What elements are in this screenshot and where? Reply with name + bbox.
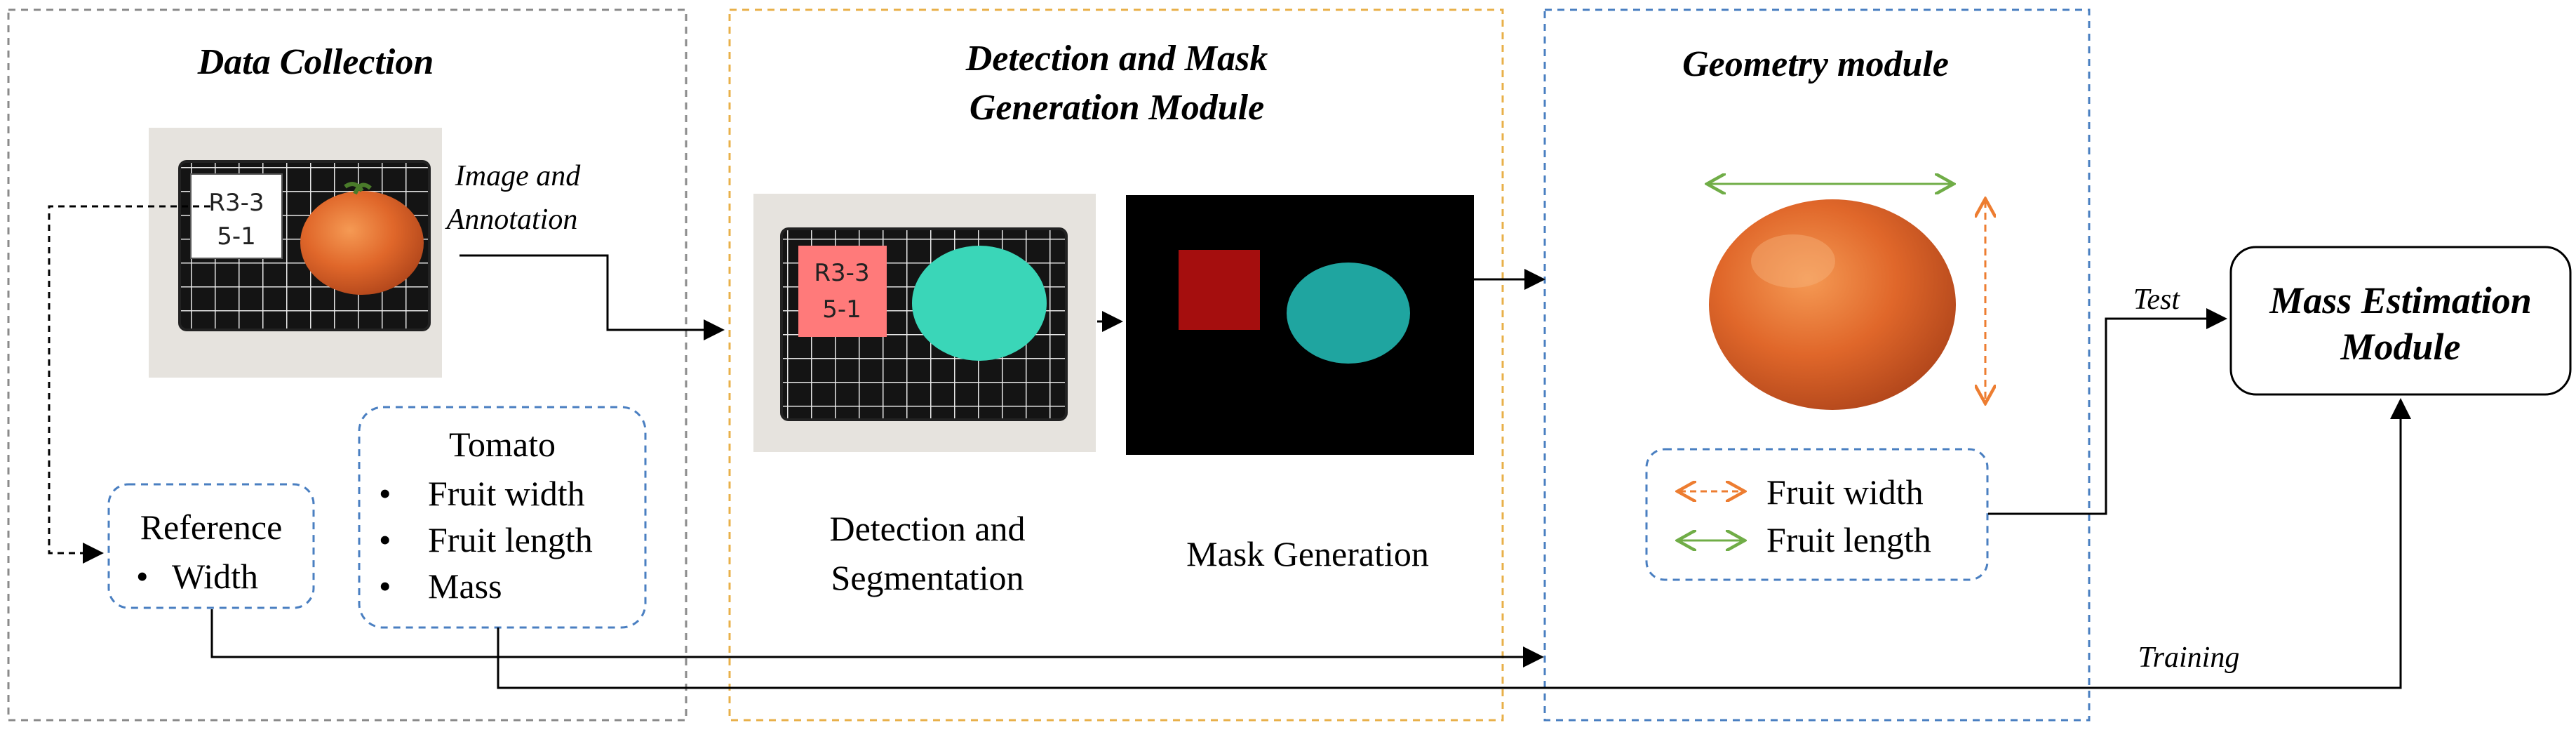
data-collection-photo: R3-3 5-1 (149, 128, 442, 378)
test-label: Test (2133, 284, 2180, 316)
reference-link-arrow (48, 205, 210, 564)
training-label: Training (2138, 642, 2240, 674)
photo-label-line1: R3-3 (208, 189, 264, 217)
geometry-legend-box (1645, 448, 1989, 581)
geometry-title: Geometry module (1682, 44, 1949, 84)
geometry-tomato-icon (1709, 199, 1956, 410)
mass-estimation-box (2229, 246, 2572, 396)
legend-fruit-width: Fruit width (1766, 472, 1924, 512)
detect-label-line1: R3-3 (814, 259, 869, 287)
detection-title-line2: Generation Module (970, 88, 1264, 128)
mask-tomato-region (1287, 263, 1410, 364)
tomato-highlight (1751, 234, 1835, 288)
tomato-bullet-2: • (379, 520, 391, 559)
reference-title: Reference (140, 507, 283, 547)
caption-detection-line2: Segmentation (831, 558, 1024, 597)
caption-mask-generation: Mask Generation (1186, 534, 1429, 573)
tomato-box (358, 406, 647, 629)
tomato-bullet-3: • (379, 566, 391, 606)
data-collection-title: Data Collection (197, 42, 434, 82)
geometry-panel (1543, 8, 2091, 722)
test-arrow (1988, 308, 2227, 515)
detection-title-line1: Detection and Mask (965, 39, 1268, 79)
reference-box (107, 483, 315, 609)
reference-item-width: Width (172, 557, 258, 596)
image-annotation-line1: Image and (455, 160, 581, 192)
tomato-item-fruit-length: Fruit length (428, 520, 593, 559)
detected-tomato-mask (912, 246, 1047, 361)
tomato-item-fruit-width: Fruit width (428, 474, 585, 513)
reference-bullet: • (136, 557, 149, 596)
mass-estimation-line2: Module (2340, 326, 2460, 368)
image-annotation-line2: Annotation (445, 204, 578, 236)
detection-photo: R3-3 5-1 (753, 194, 1096, 452)
tomato-box-title: Tomato (449, 425, 556, 464)
photo-label-line2: 5-1 (217, 223, 256, 251)
mask-label-region (1179, 250, 1260, 330)
detected-label-mask (798, 246, 887, 337)
legend-fruit-length: Fruit length (1766, 520, 1931, 559)
mass-estimation-line1: Mass Estimation (2269, 279, 2532, 321)
reference-to-geometry-line (210, 609, 1544, 668)
caption-detection-line1: Detection and (829, 509, 1025, 548)
detection-panel (728, 8, 1504, 722)
tomato-to-mass-line (497, 398, 2411, 689)
tomato-item-mass: Mass (428, 566, 502, 606)
mask-image (1126, 195, 1474, 455)
tomato-icon (300, 191, 424, 295)
tomato-bullet-1: • (379, 474, 391, 513)
arrow-icon (459, 254, 725, 340)
detect-label-line2: 5-1 (822, 296, 861, 324)
